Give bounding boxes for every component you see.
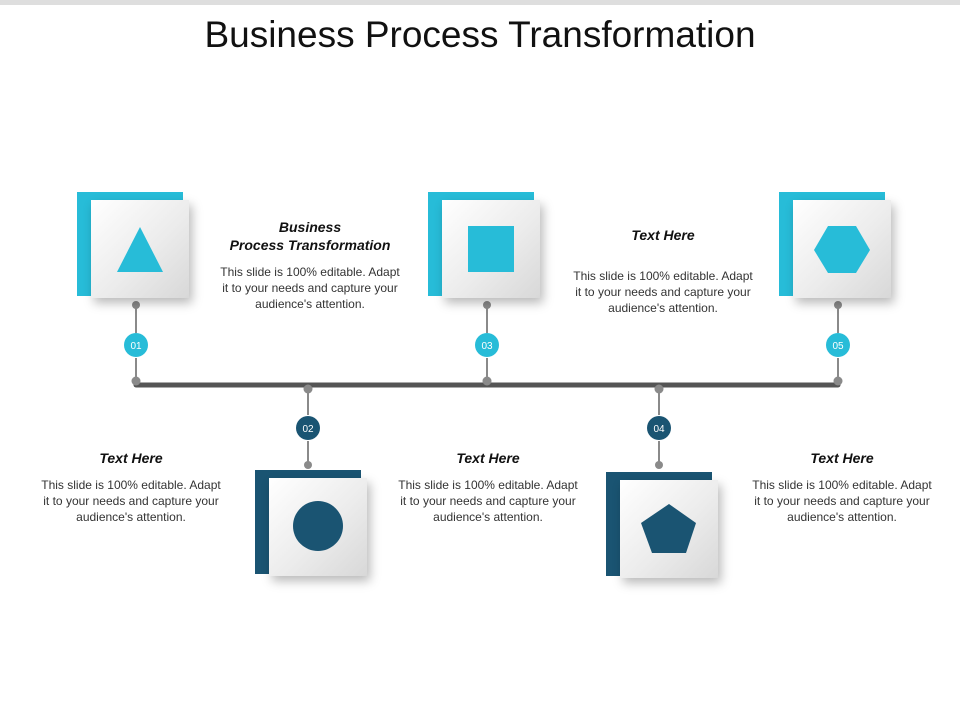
step-5-card bbox=[779, 192, 899, 304]
step-3-body: This slide is 100% editable. Adapt it to… bbox=[398, 478, 578, 524]
step-4-card bbox=[606, 472, 726, 584]
step-1-body: This slide is 100% editable. Adapt it to… bbox=[41, 478, 221, 524]
step-5-text: Text Here This slide is 100% editable. A… bbox=[752, 449, 932, 525]
top-accent-bar bbox=[0, 0, 960, 5]
step-5-badge: 05 bbox=[826, 333, 850, 357]
step-3-number: 03 bbox=[481, 341, 493, 352]
step-2-heading: Business Process Transformation bbox=[229, 219, 391, 253]
step-3-connector bbox=[482, 301, 492, 386]
step-4-body: This slide is 100% editable. Adapt it to… bbox=[573, 269, 753, 315]
step-4-heading: Text Here bbox=[631, 227, 695, 243]
circle-icon bbox=[293, 501, 343, 551]
step-5-body: This slide is 100% editable. Adapt it to… bbox=[752, 478, 932, 524]
step-2-card bbox=[255, 470, 375, 582]
hexagon-icon bbox=[814, 226, 870, 273]
step-3-badge: 03 bbox=[475, 333, 499, 357]
step-5-number: 05 bbox=[832, 341, 844, 352]
step-5-connector bbox=[833, 301, 843, 386]
step-4-number: 04 bbox=[653, 424, 665, 435]
pentagon-icon bbox=[641, 504, 696, 553]
step-1-heading: Text Here bbox=[99, 450, 163, 466]
step-2-body: This slide is 100% editable. Adapt it to… bbox=[220, 265, 400, 311]
triangle-icon bbox=[117, 227, 163, 272]
step-5-heading: Text Here bbox=[810, 450, 874, 466]
step-1-badge: 01 bbox=[124, 333, 148, 357]
step-1-card bbox=[77, 192, 197, 304]
step-4-connector bbox=[654, 384, 664, 469]
step-2-text: Business Process Transformation This sli… bbox=[220, 218, 400, 312]
slide-title: Business Process Transformation bbox=[204, 14, 756, 55]
step-4-text: Text Here This slide is 100% editable. A… bbox=[573, 226, 753, 316]
step-3-text: Text Here This slide is 100% editable. A… bbox=[398, 449, 578, 525]
step-2-number: 02 bbox=[302, 424, 314, 435]
step-1-text: Text Here This slide is 100% editable. A… bbox=[41, 449, 221, 525]
square-icon bbox=[468, 226, 514, 272]
step-2-badge: 02 bbox=[296, 416, 320, 440]
step-1-connector bbox=[131, 301, 141, 386]
step-2-connector bbox=[303, 384, 313, 469]
step-4-badge: 04 bbox=[647, 416, 671, 440]
step-3-card bbox=[428, 192, 548, 304]
step-1-number: 01 bbox=[130, 341, 142, 352]
step-3-heading: Text Here bbox=[456, 450, 520, 466]
